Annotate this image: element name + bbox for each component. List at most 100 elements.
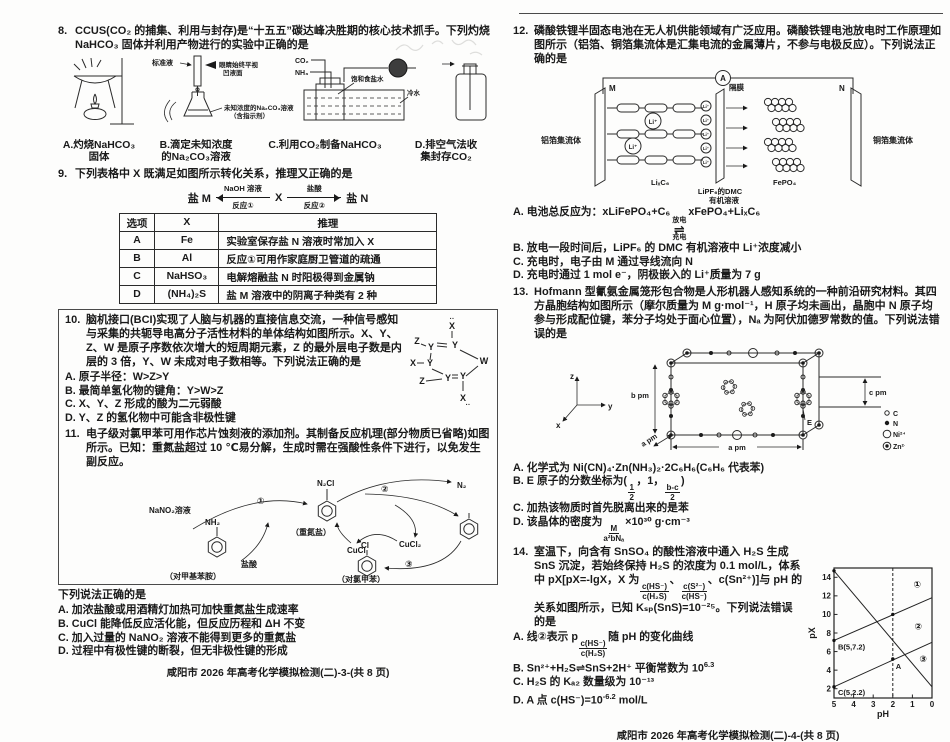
svg-text:4: 4 [851, 700, 856, 709]
apparatus-calcine-icon [73, 57, 134, 125]
ammeter-icon [715, 70, 731, 86]
svg-text:LiₓC₆: LiₓC₆ [651, 178, 669, 187]
svg-text:Z: Z [419, 376, 425, 386]
x-label: X [274, 191, 283, 204]
svg-text:有机溶液: 有机溶液 [709, 195, 739, 204]
svg-text:Li⁺: Li⁺ [703, 104, 710, 109]
q9-conversion-scheme: 盐 M NaOH 溶液 反应① X 盐酸 反应② 盐 N [58, 184, 498, 210]
svg-text:Y: Y [445, 373, 451, 383]
svg-text:1: 1 [910, 700, 915, 709]
svg-text:Li⁺: Li⁺ [703, 118, 710, 123]
svg-text:CuCl₂: CuCl₂ [399, 540, 422, 549]
salt-n-label: 盐 N [346, 192, 369, 205]
q8-caption-b: B.滴定未知浓度 的Na₂CO₃溶液 [159, 140, 233, 163]
svg-text:CO₂: CO₂ [295, 58, 309, 65]
question-8-stem: 8.CCUS(CO₂ 的捕集、利用与封存)是“十五五”碳达峰决胜期的核心技术抓手… [58, 25, 490, 51]
svg-text:③: ③ [405, 559, 413, 569]
svg-text:N: N [893, 421, 898, 428]
polymer-chains [607, 103, 703, 165]
svg-text:Z: Z [414, 336, 420, 346]
q11-options: A. 加浓盐酸或用酒精灯加热可加快重氮盐生成速率 B. CuCl 能降低反应活化… [58, 604, 498, 658]
svg-text:Y: Y [427, 358, 433, 368]
svg-text:6: 6 [827, 647, 832, 656]
q11-stem2: 下列说法正确的是 [58, 589, 146, 602]
svg-text:z: z [570, 372, 574, 381]
benzene-ring-diazonium [317, 500, 337, 522]
q10-q11-box: ·· X Y Y Z X Y W Y Y Z X [58, 309, 498, 586]
svg-text:（重氮盐）: （重氮盐） [291, 527, 331, 537]
svg-text:··: ·· [450, 316, 455, 323]
svg-text:铜箔集流体: 铜箔集流体 [873, 135, 914, 145]
table-header-row: 选项 X 推理 [118, 213, 438, 232]
svg-text:b pm: b pm [631, 391, 649, 400]
reaction1-arrow: NaOH 溶液 反应① [214, 184, 272, 210]
right-electrode [850, 87, 862, 187]
svg-text:盐酸: 盐酸 [241, 559, 258, 569]
svg-text:①: ① [257, 496, 265, 506]
svg-text:2: 2 [891, 700, 896, 709]
lithium-ion-icon [644, 112, 662, 130]
svg-text:FePO₄: FePO₄ [773, 178, 797, 187]
legend: C N Ni²⁺ Zn²⁺ [882, 410, 905, 451]
svg-text:Li⁺: Li⁺ [649, 119, 658, 126]
option-c: C. 加入过量的 NaNO₂ 溶液不能得到更多的重氮盐 [58, 631, 297, 644]
option-c: C. X、Y、Z 形成的酸为二元弱酸 [65, 398, 222, 411]
graphite-layers [763, 97, 805, 173]
svg-text:Ni²⁺: Ni²⁺ [893, 431, 905, 439]
q8-caption-a: A.灼烧NaHCO₃ 固体 [62, 140, 136, 163]
svg-text:Li⁺: Li⁺ [703, 132, 710, 137]
svg-text:··: ·· [466, 402, 471, 409]
svg-text:B(5,7.2): B(5,7.2) [838, 642, 866, 651]
option-d: D. 充电时通过 1 mol e⁻，阴极嵌入的 Li⁺质量为 7 g [513, 269, 761, 282]
page-footer: 咸阳市 2026 年高考化学模拟检测(二)-3-(共 8 页) [166, 667, 390, 679]
svg-text:X: X [449, 321, 455, 331]
scan-noise-marks [395, 39, 483, 56]
reaction2-arrow: 盐酸 反应② [285, 184, 343, 210]
fraction: c(HS⁻)c(H₂S) [578, 638, 608, 658]
svg-text:②: ② [381, 484, 389, 494]
option-a: A. 原子半径：W>Z>Y [65, 371, 170, 383]
option-d: D. 过程中有极性键的断裂，但无非极性键的形成 [58, 645, 288, 658]
option-c: C. 充电时，电子由 M 通过导线流向 N [513, 255, 693, 268]
ion-flow-arrows [726, 105, 748, 169]
left-electrode [594, 87, 606, 187]
unit-cell [662, 347, 824, 440]
scan-edge-line [519, 13, 943, 14]
svg-text:A: A [720, 74, 726, 83]
svg-text:A: A [896, 662, 902, 671]
q8-option-captions: A.灼烧NaHCO₃ 固体 B.滴定未知浓度 的Na₂CO₃溶液 C.利用CO₂… [58, 140, 498, 164]
option-d: D. Y、Z 的氢化物中可能含非极性键 [65, 411, 236, 424]
page-footer: 咸阳市 2026 年高考化学模拟检测(二)-4-(共 8 页) [616, 730, 840, 742]
svg-text:饱和食盐水: 饱和食盐水 [351, 74, 384, 83]
svg-text:2: 2 [827, 684, 832, 693]
question-12-stem: 12.磷酸铁锂半固态电池在无人机供能领域有广泛应用。磷酸铁锂电池放电时工作原理如… [513, 25, 941, 65]
svg-text:Li⁺: Li⁺ [703, 146, 710, 151]
salt-m-label: 盐 M [187, 192, 211, 205]
scanned-exam-sheet: { "footer": { "left": "咸阳市 2026 年高考化学模拟检… [58, 13, 943, 742]
question-number: 10. [65, 314, 81, 326]
q12-options: B. 放电一段时间后，LiPF₆ 的 DMC 有机溶液中 Li⁺浓度减小 C. … [513, 242, 943, 283]
svg-text:NaNO₂溶液: NaNO₂溶液 [149, 505, 191, 515]
svg-text:pH: pH [877, 709, 889, 719]
apparatus-prepare-icon: CO₂ NH₃ 饱和食盐水 冷水 [295, 58, 421, 121]
question-number: 13. [513, 285, 529, 298]
option-c: C. 加热该物质时首先脱离出来的是苯 [513, 502, 689, 515]
option-b: B. 放电一段时间后，LiPF₆ 的 DMC 有机溶液中 Li⁺浓度减小 [513, 242, 802, 254]
q8-caption-c: C.利用CO₂制备NaHCO₃ [268, 140, 382, 151]
svg-text:Li⁺: Li⁺ [629, 144, 638, 151]
q10-options: A. 原子半径：W>Z>Y B. 最简单氢化物的键角：Y>W>Z C. X、Y、… [65, 371, 491, 425]
svg-text:X: X [410, 358, 416, 368]
question-11-stem: 11.电子级对氯甲苯可用作芯片蚀刻液的添加剂。其制备反应机理(部分物质已省略)如… [65, 428, 490, 469]
apparatus-titration-icon: 标准液 眼睛始终平视 凹液面 未知浓度的Na₂CO₃溶液 （含指示剂） [151, 55, 294, 123]
svg-text:冷水: 冷水 [407, 88, 421, 97]
question-number: 11. [65, 428, 80, 441]
